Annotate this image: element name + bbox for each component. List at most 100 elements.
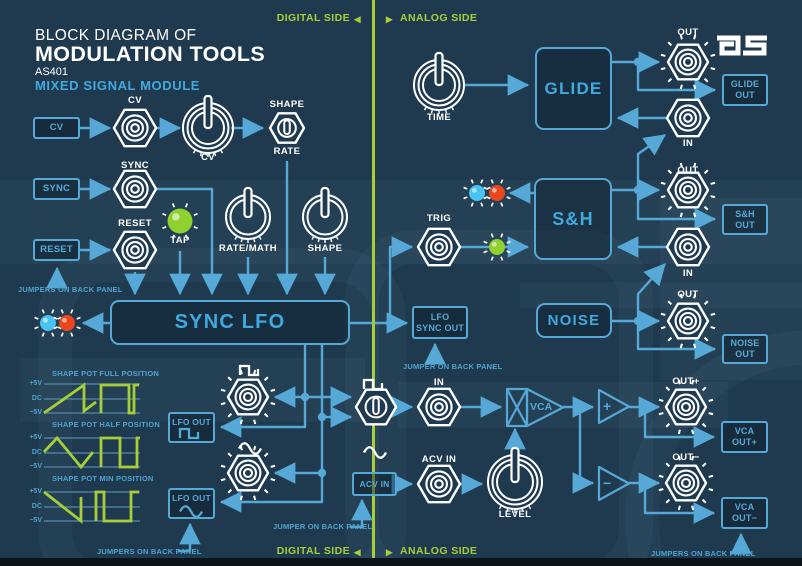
level-knob-label: LEVEL — [498, 509, 532, 520]
lfo-out-square-box: LFO OUT — [168, 412, 215, 443]
glide-out-jack[interactable] — [658, 32, 718, 92]
glide-in-jack[interactable] — [662, 92, 714, 144]
axis-label: −5V — [29, 517, 42, 524]
wave-select-toggle[interactable] — [352, 383, 400, 431]
sine-wave-icon — [176, 499, 206, 519]
sh-out-label-1: S&H — [735, 208, 755, 219]
lfo-blue-led — [32, 307, 64, 339]
sync-lfo-block: SYNC LFO — [110, 300, 350, 345]
sync-jack-label: SYNC — [121, 160, 149, 171]
analog-arrow-icon-bottom: ▶ — [386, 547, 393, 557]
glide-label: GLIDE — [544, 78, 603, 98]
reset-input-box-label: RESET — [40, 244, 73, 256]
lfo-sync-out-label-2: SYNC OUT — [415, 322, 465, 333]
lfo-out-square-label: LFO OUT — [172, 417, 211, 427]
glide-in-jack-label: IN — [682, 138, 694, 149]
waveform-traces — [42, 382, 140, 524]
shape-toggle-label: SHAPE — [269, 99, 305, 110]
cv-knob[interactable] — [174, 94, 242, 162]
sh-in-jack[interactable] — [662, 221, 714, 273]
digital-analog-divider — [372, 0, 375, 558]
lfo-red-led — [51, 307, 83, 339]
vca-label: VCA — [530, 401, 553, 413]
jumper-note-bottom-center: JUMPER ON BACK PANEL — [273, 522, 373, 531]
acv-in-jack-label: ACV IN — [421, 454, 457, 465]
noise-out-box: NOISE OUT — [722, 334, 768, 364]
page-subtitle: MIXED SIGNAL MODULE — [35, 78, 201, 93]
lfo-out-sine-label: LFO OUT — [172, 493, 211, 503]
noise-out-label-1: NOISE — [730, 338, 760, 349]
vca-out-plus-jack-label: OUT+ — [672, 376, 700, 387]
noise-out-jack[interactable] — [658, 291, 718, 351]
axis-label: DC — [31, 503, 42, 510]
cv-jack[interactable] — [109, 102, 161, 154]
vca-out-plus-jack[interactable] — [656, 377, 716, 437]
lfo-sine-out-jack[interactable] — [218, 443, 278, 503]
analog-arrow-icon-top: ▶ — [386, 14, 393, 24]
sine-wave-icon — [360, 440, 390, 460]
noise-out-jack-label: OUT — [677, 289, 699, 300]
vca-in-jack[interactable] — [413, 381, 465, 433]
rate-math-knob-label: RATE/MATH — [218, 243, 278, 254]
digital-arrow-icon-top: ◀ — [354, 14, 361, 24]
axis-label: DC — [31, 395, 42, 402]
trig-jack[interactable] — [413, 221, 465, 273]
jumpers-note-bottom-right: JUMPERS ON BACK PANEL — [651, 549, 756, 558]
tap-button-label: TAP — [170, 235, 190, 246]
as-logo — [717, 35, 767, 56]
vca-out-minus-label-1: VCA — [734, 502, 755, 513]
square-wave-icon — [236, 360, 266, 380]
sample-hold-label: S&H — [552, 208, 594, 229]
reset-jack-label: RESET — [118, 218, 152, 229]
tap-button-led[interactable] — [160, 201, 201, 242]
vca-out-plus-label-1: VCA — [734, 426, 755, 437]
noise-label: NOISE — [547, 312, 601, 329]
reset-jack[interactable] — [109, 224, 161, 276]
axis-label: +5V — [29, 380, 42, 387]
trig-jack-label: TRIG — [426, 213, 452, 224]
noise-out-label-2: OUT — [735, 349, 755, 359]
vca-out-minus-box: VCA OUT− — [721, 497, 768, 529]
noise-block: NOISE — [536, 303, 612, 338]
digital-side-label-top: DIGITAL SIDE — [276, 12, 350, 24]
vca-out-minus-jack[interactable] — [656, 453, 716, 513]
sync-input-box-label: SYNC — [42, 183, 71, 195]
trig-green-led — [481, 231, 513, 263]
sh-red-led — [481, 177, 513, 209]
shape-rate-toggle[interactable] — [266, 107, 308, 149]
axis-label: +5V — [29, 488, 42, 495]
sample-hold-block: S&H — [534, 178, 612, 260]
glide-out-label-2: OUT — [735, 90, 755, 100]
acv-in-box-label: ACV IN — [359, 478, 390, 489]
jumpers-note-left: JUMPERS ON BACK PANEL — [18, 285, 123, 294]
sh-blue-led — [461, 177, 493, 209]
page-pretitle: BLOCK DIAGRAM OF — [35, 27, 197, 44]
level-knob[interactable] — [479, 446, 551, 518]
time-knob[interactable] — [405, 51, 473, 119]
wave-panel-title-half: SHAPE POT HALF POSITION — [52, 420, 160, 429]
bottom-bar — [0, 558, 802, 566]
shape-knob-label: SHAPE — [307, 243, 343, 254]
sh-out-box: S&H OUT — [722, 204, 768, 235]
vca-out-plus-label-2: OUT+ — [731, 437, 758, 447]
cv-knob-label: CV — [201, 152, 215, 163]
rate-math-knob[interactable] — [217, 186, 279, 248]
lfo-square-out-jack[interactable] — [218, 367, 278, 427]
digital-arrow-icon-bottom: ◀ — [354, 547, 361, 557]
acv-in-jack[interactable] — [413, 458, 465, 510]
sine-wave-icon — [235, 436, 265, 456]
analog-side-label-bottom: ANALOG SIDE — [400, 545, 478, 557]
jumpers-note-bottom-left: JUMPERS ON BACK PANEL — [97, 547, 202, 556]
sync-jack[interactable] — [109, 163, 161, 215]
square-wave-icon — [176, 423, 206, 443]
shape-knob[interactable] — [294, 186, 356, 248]
minus-amp-label: − — [603, 475, 612, 491]
jumper-note-lfo-sync: JUMPER ON BACK PANEL — [403, 362, 503, 371]
sh-out-jack[interactable] — [658, 160, 718, 220]
reset-input-box: RESET — [33, 239, 80, 261]
square-wave-icon — [360, 374, 390, 394]
analog-side-label-top: ANALOG SIDE — [400, 12, 478, 24]
glide-out-label-1: GLIDE — [730, 79, 760, 90]
